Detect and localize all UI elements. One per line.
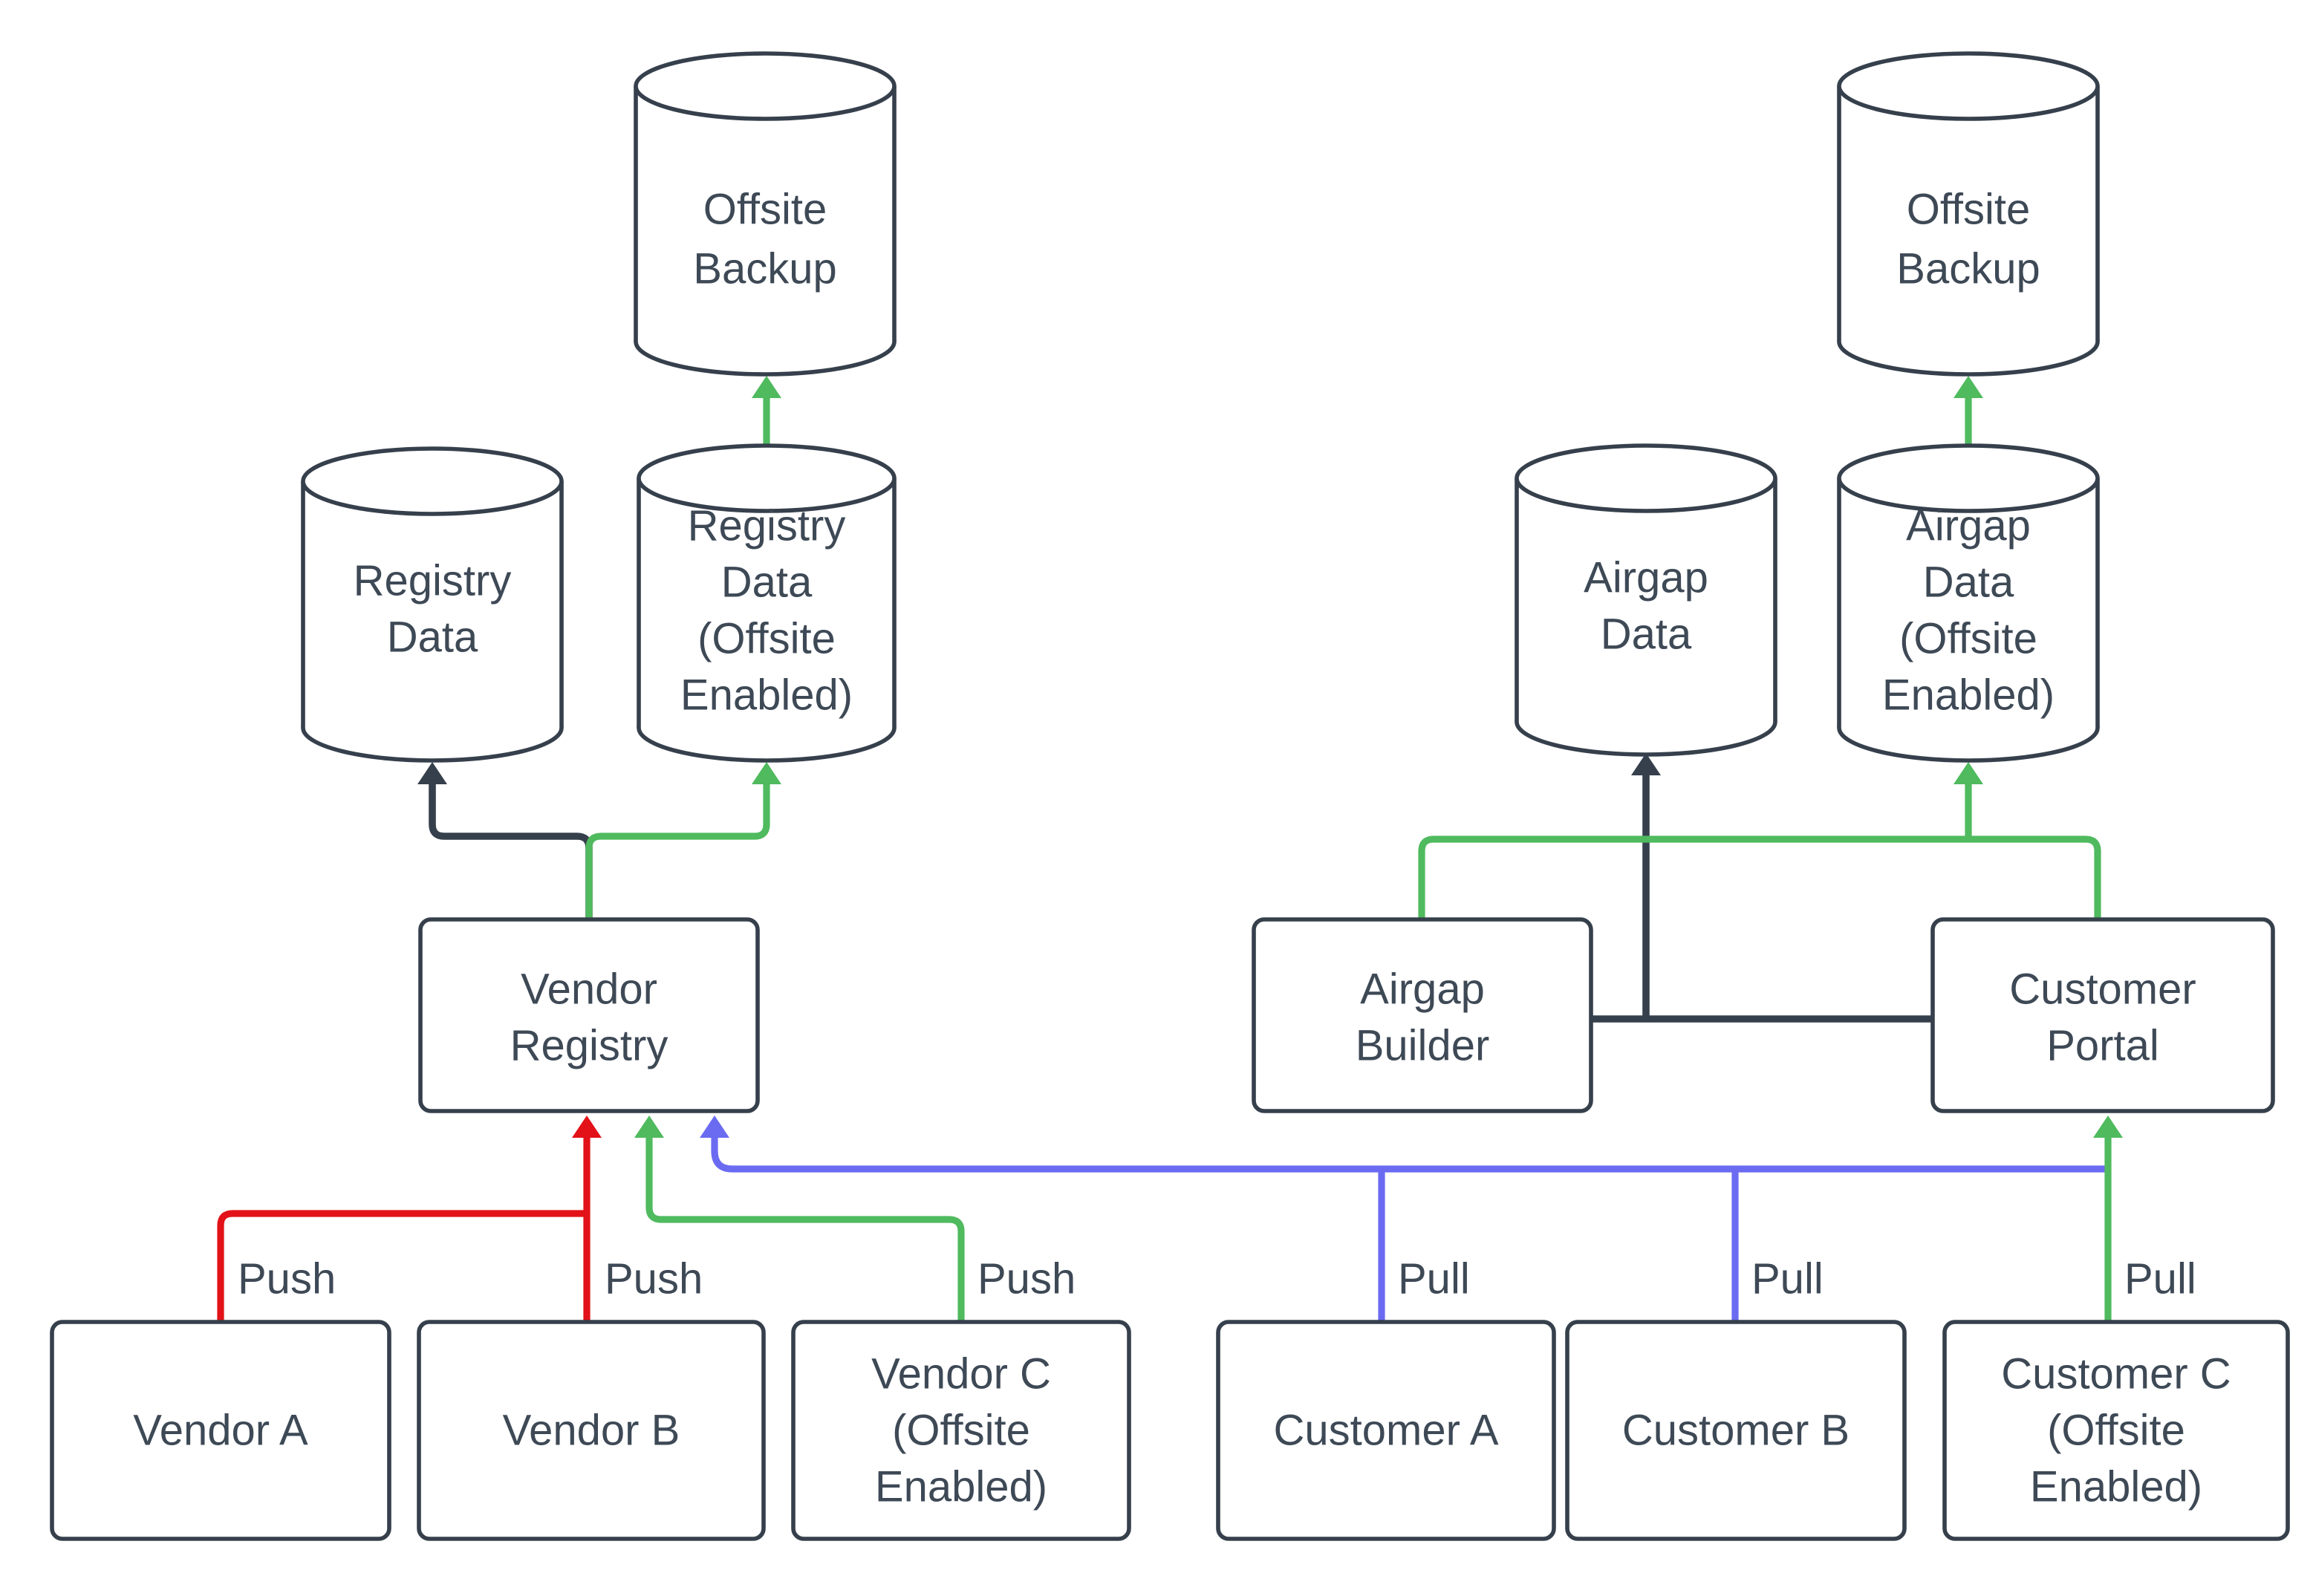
node-label: Airgap [1360,965,1485,1014]
node-label: Offsite [703,186,827,234]
node-registry-data-offsite: Registry Data (Offsite Enabled) [637,443,897,763]
node-label: Portal [2046,1022,2159,1070]
node-label: Enabled) [1882,671,2055,720]
node-customer-c: Customer C (Offsite Enabled) [1942,1320,2290,1541]
edge-vendor-registry-to-registry-data [417,762,593,919]
edge-label-push-vendor-a: Push [238,1255,336,1303]
node-label: Registry [354,557,512,605]
node-customer-portal: Customer Portal [1930,917,2275,1113]
node-label: Data [721,558,813,607]
node-label: Customer [2009,965,2196,1014]
node-label: (Offsite [1899,615,2037,663]
node-offsite-backup-left: Offsite Backup [634,51,897,377]
edges [217,376,2123,1322]
node-label: Data [1923,558,2014,607]
node-label: Data [387,613,478,662]
edge-label-pull-customer-b: Pull [1751,1255,1824,1303]
edge-pull-to-vendor-registry [700,1115,2108,1173]
node-label: Enabled) [680,671,853,720]
node-label: Vendor C [871,1350,1051,1398]
node-airgap-data: Airgap Data [1515,443,1777,757]
node-label: Customer C [2001,1350,2231,1398]
node-customer-b: Customer B [1565,1320,1907,1541]
node-label: Enabled) [2030,1463,2202,1511]
node-label: Backup [1896,245,2040,293]
node-offsite-backup-right: Offsite Backup [1837,51,2100,377]
edge-label-push-vendor-b: Push [605,1255,703,1303]
node-vendor-b: Vendor B [417,1320,766,1541]
node-registry-data: Registry Data [301,446,564,763]
node-label: Data [1601,610,1692,659]
node-airgap-data-offsite: Airgap Data (Offsite Enabled) [1837,443,2100,763]
edge-vendor-c-push [634,1115,965,1322]
node-label: Backup [693,245,836,293]
node-label: Airgap [1584,554,1708,602]
node-label: Registry [510,1022,668,1070]
node-label: Vendor B [503,1407,680,1455]
node-label: Customer A [1274,1407,1499,1455]
edge-vendor-registry-to-registry-data-offsite [585,762,781,919]
node-label: Registry [688,502,846,550]
node-label: Vendor A [133,1407,308,1455]
node-label: Offsite [1907,186,2031,234]
node-label: Vendor [521,965,657,1014]
node-label: (Offsite [892,1407,1030,1455]
node-label: Enabled) [875,1463,1047,1511]
edge-label-push-vendor-c: Push [977,1255,1076,1303]
node-label: (Offsite [2047,1407,2185,1455]
edge-airgap-builder-customer-portal-green [1418,836,2101,919]
node-label: Builder [1356,1022,1490,1070]
node-airgap-builder: Airgap Builder [1252,917,1593,1113]
node-customer-a: Customer A [1216,1320,1556,1541]
edge-label-pull-customer-a: Pull [1398,1255,1470,1303]
node-vendor-a: Vendor A [50,1320,391,1541]
edge-vendor-a-push [217,1210,587,1322]
node-label: (Offsite [697,615,836,663]
edge-labels: Push Push Push Pull Pull Pull [238,1255,2196,1303]
node-vendor-registry: Vendor Registry [418,917,760,1113]
node-label: Airgap [1906,502,2031,550]
node-vendor-c: Vendor C (Offsite Enabled) [791,1320,1131,1541]
edge-label-pull-customer-c: Pull [2124,1255,2196,1303]
node-label: Customer B [1622,1407,1850,1455]
